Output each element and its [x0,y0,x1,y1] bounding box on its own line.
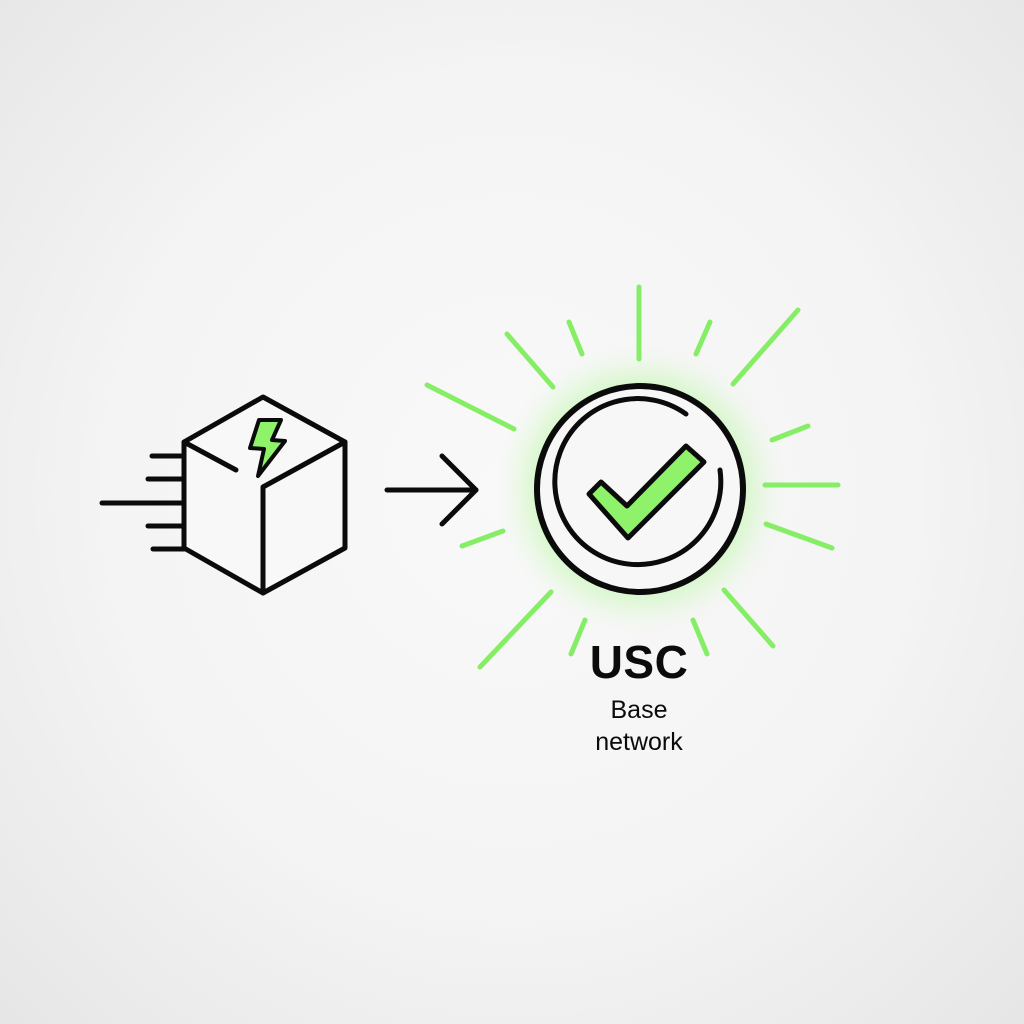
checkmark-circle-icon [534,383,746,595]
network-subtitle-line1: Base [610,696,668,724]
arrow-right-icon [384,453,479,527]
radiating-rays [424,284,841,670]
network-subtitle-line2: network [595,728,683,756]
speed-lines-icon [99,453,187,552]
lightning-bolt-icon [248,418,287,478]
package-box-icon [181,394,348,596]
network-label: USC Base network [539,636,739,758]
network-title: USC [589,636,689,688]
